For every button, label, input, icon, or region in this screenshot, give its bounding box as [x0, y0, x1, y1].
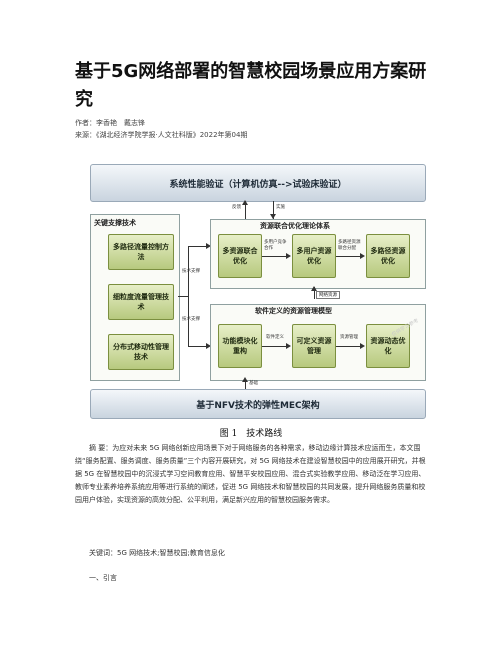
fine-grained-flow-box: 细粒度流量管理技术: [108, 284, 174, 320]
authors: 作者：李香艳 戴志锋: [75, 119, 145, 127]
network-resource-arrow: [311, 286, 317, 291]
section-heading: 一、引言: [89, 574, 117, 582]
sdn-resource-title: 软件定义的资源管理模型: [255, 307, 332, 315]
support-connector: [178, 296, 188, 297]
user-competition-label: 多用户竞争合作: [264, 240, 287, 251]
figure-caption: 图 1 技术路线: [219, 429, 283, 439]
support-label-top: 技术支撑: [182, 269, 200, 274]
implement-arrow: [270, 214, 276, 219]
software-defined-label: 软件定义: [266, 335, 284, 340]
foundation-arrow: [242, 377, 248, 382]
upper-link-1: [262, 256, 288, 257]
technical-roadmap-figure: 系统性能验证（计算机仿真-->试验床验证） 反馈 实施 关键支撑技术 多路径流量…: [90, 164, 426, 420]
lower-link-2: [336, 346, 362, 347]
resource-management-label: 资源管理: [340, 335, 358, 340]
support-arrow-top: [206, 243, 211, 249]
distributed-mobility-box: 分布式移动性管理技术: [108, 334, 174, 370]
resource-optimization-title: 资源联合优化理论体系: [260, 222, 330, 230]
definable-resource-box: 可定义资源管理: [292, 324, 336, 368]
feedback-arrow: [242, 200, 248, 205]
abstract: 摘 要：为应对未来 5G 网络创新应用场景下对于网络服务的各种需求，移动边缘计算…: [75, 444, 426, 504]
source: 来源：《湖北经济学院学报·人文社科版》2022年第04期: [75, 131, 248, 139]
nfv-mec-band: 基于NFV技术的弹性MEC架构: [90, 389, 426, 419]
support-line-bottom: [188, 346, 208, 347]
feedback-line: [245, 201, 246, 219]
lower-arrow-2: [360, 343, 365, 349]
foundation-label: 基础: [249, 381, 258, 386]
dynamic-optimization-box: 资源动态优化: [366, 324, 410, 368]
key-tech-title: 关键支撑技术: [94, 219, 136, 227]
upper-link-2: [336, 256, 362, 257]
paper-title: 基于5G网络部署的智慧校园场景应用方案研究: [75, 61, 427, 110]
upper-arrow-2: [360, 253, 365, 259]
implement-label: 实施: [276, 205, 285, 210]
path-allocation-label: 多路径资源联合分配: [338, 240, 361, 251]
multi-user-box: 多用户资源优化: [292, 234, 336, 278]
support-label-bottom: 技术支撑: [182, 317, 200, 322]
lower-arrow-1: [286, 343, 291, 349]
multi-path-box: 多路径资源优化: [366, 234, 410, 278]
network-resource-line: [314, 287, 315, 299]
upper-arrow-1: [286, 253, 291, 259]
system-verification-band: 系统性能验证（计算机仿真-->试验床验证）: [90, 164, 426, 202]
implement-line: [273, 201, 274, 219]
support-vertical: [188, 246, 189, 346]
lower-link-1: [262, 346, 288, 347]
foundation-line: [245, 379, 246, 389]
network-resource-label: 网络资源: [316, 291, 340, 299]
support-line-top: [188, 246, 208, 247]
module-restructure-box: 功能模块化重构: [218, 324, 262, 368]
multipath-flow-control-box: 多路径流量控制方法: [108, 234, 174, 270]
multi-resource-box: 多资源联合优化: [218, 234, 262, 278]
support-arrow-bottom: [206, 343, 211, 349]
keywords: 关键词：5G 网络技术;智慧校园;教育信息化: [89, 549, 225, 557]
feedback-label: 反馈: [232, 205, 241, 210]
